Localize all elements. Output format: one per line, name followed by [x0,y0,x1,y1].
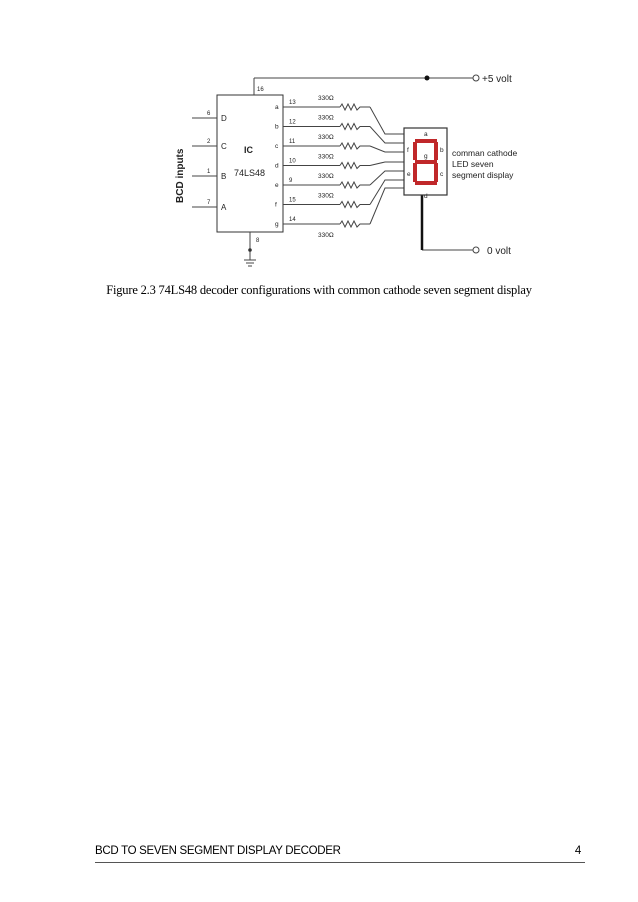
resistor [339,141,370,151]
output-name: c [275,143,279,150]
display-input-wire [369,161,404,166]
input-pin-number: 1 [207,169,211,175]
resistor [339,200,370,209]
output-name: g [275,221,279,228]
segment-label: a [424,131,428,138]
output-pin-number: 10 [289,159,296,165]
gnd-label: 0 volt [487,246,511,257]
display-input-wire [369,170,404,186]
segment-b [434,142,438,160]
display-input-wire [369,187,404,225]
output-pin-number: 9 [289,178,293,184]
output-name: f [275,202,277,209]
vcc-pin-number: 16 [257,87,264,93]
ic-part-number: 74LS48 [234,168,265,178]
resistor [339,180,370,190]
vcc-node [424,75,430,81]
output-pin-number: 12 [289,120,296,126]
resistor [339,122,370,131]
segment-f [413,142,417,160]
output-name: b [275,124,279,131]
output-pin-number: 11 [289,139,296,145]
display-input-wire [369,126,404,144]
segment-e [413,163,417,182]
segment-g [415,160,437,164]
output-name: e [275,182,279,189]
bcd-inputs-label: BCD inputs [175,148,186,203]
resistor [339,219,370,229]
segment-label: c [440,171,444,178]
vcc-label: +5 volt [482,74,512,85]
ic-title: IC [244,145,254,155]
resistor-value: 330Ω [318,232,334,239]
gnd-pin-number: 8 [256,238,260,244]
resistor [339,102,370,112]
input-name: A [221,203,227,212]
segment-a [415,139,437,143]
segment-label: b [440,147,444,154]
footer-title: BCD TO SEVEN SEGMENT DISPLAY DECODER [95,845,341,857]
page-number: 4 [574,845,581,857]
segment-label: e [407,171,411,178]
segment-c [434,163,438,182]
decoder-circuit-diagram: +5 volt 0 volt 16 8 IC 74LS48 BCD inputs… [175,74,517,267]
resistor-value: 330Ω [318,134,334,141]
resistor-value: 330Ω [318,154,334,161]
segment-label: g [424,153,428,160]
resistor-value: 330Ω [318,95,334,102]
output-pin-number: 13 [289,100,296,106]
display-input-wire [369,106,404,135]
display-label-line: segment display [452,170,514,180]
display-input-wire [369,179,404,205]
gnd-terminal [472,246,480,254]
resistor-value: 330Ω [318,193,334,200]
resistor-value: 330Ω [318,173,334,180]
figure-caption: Figure 2.3 74LS48 decoder configurations… [106,283,532,297]
input-pin-number: 6 [207,111,211,117]
output-name: a [275,104,279,111]
resistor [339,161,370,170]
segment-d [415,181,437,185]
output-pin-number: 14 [289,217,296,223]
input-pin-number: 2 [207,139,211,145]
display-input-wire [369,145,404,153]
output-name: d [275,163,279,170]
display-label-line: LED seven [452,159,494,169]
input-name: C [221,142,227,151]
segment-label: f [407,147,409,154]
input-pin-number: 7 [207,200,211,206]
input-name: B [221,172,226,181]
input-name: D [221,114,227,123]
vcc-terminal [472,74,480,82]
page-footer: BCD TO SEVEN SEGMENT DISPLAY DECODER 4 [95,842,585,863]
resistor-value: 330Ω [318,115,334,122]
ic-body [216,94,284,233]
display-label-line: comman cathode [452,148,517,158]
output-pin-number: 15 [289,198,296,204]
segment-label: d [424,193,428,200]
